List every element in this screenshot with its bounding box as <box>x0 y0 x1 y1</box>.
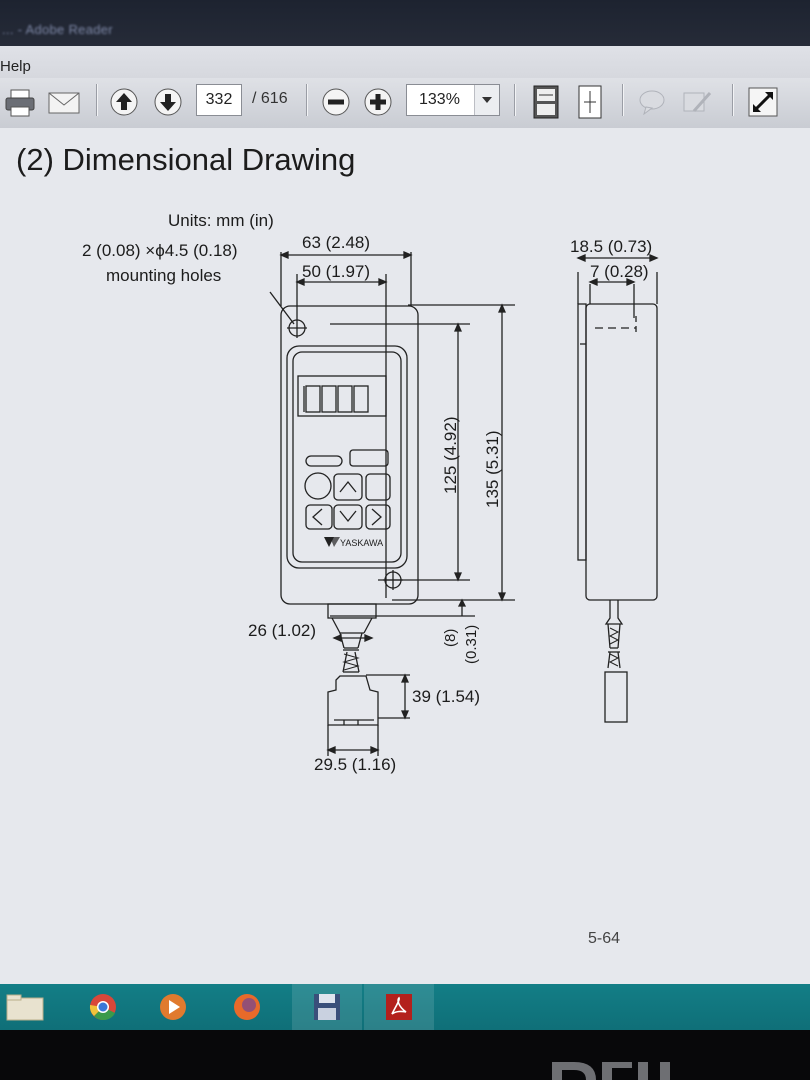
taskbar-acrobat[interactable] <box>364 984 434 1030</box>
dim-26: 26 (1.02) <box>248 621 316 640</box>
print-button[interactable] <box>2 86 38 120</box>
page-label: 5-64 <box>588 930 621 947</box>
dell-logo-icon <box>552 1062 670 1080</box>
page-number-input[interactable]: 332 <box>196 84 242 116</box>
window-titlebar[interactable]: ... - Adobe Reader <box>0 0 810 46</box>
next-page-button[interactable] <box>152 86 184 118</box>
toolbar-separator <box>732 84 734 116</box>
fullscreen-icon <box>748 87 778 117</box>
file-explorer-icon <box>6 994 44 1021</box>
dim-135: 135 (5.31) <box>483 431 502 509</box>
dim-031: (0.31) <box>463 625 480 664</box>
taskbar-save[interactable] <box>292 984 362 1030</box>
firefox-icon <box>234 994 260 1020</box>
zoom-out-button[interactable] <box>320 86 352 118</box>
dim-39: 39 (1.54) <box>412 687 480 706</box>
yaskawa-logo-icon <box>324 537 340 547</box>
fullscreen-button[interactable] <box>746 84 780 120</box>
next-page-icon <box>154 88 182 116</box>
chrome-icon <box>89 994 116 1021</box>
sign-button[interactable] <box>680 86 716 118</box>
comment-icon <box>639 90 665 115</box>
zoom-value: 133% <box>419 91 460 108</box>
toolbar-separator <box>622 84 624 116</box>
acrobat-icon <box>386 994 412 1020</box>
screen: ... - Adobe Reader Help <box>0 0 810 1030</box>
toolbar-separator <box>514 84 516 116</box>
drawing-lines <box>269 251 659 756</box>
page-total: / 616 <box>252 90 288 107</box>
cable-hatching <box>342 627 620 671</box>
taskbar <box>0 984 810 1030</box>
dim-18-5: 18.5 (0.73) <box>570 237 652 256</box>
dim-125: 125 (4.92) <box>441 417 460 495</box>
previous-page-button[interactable] <box>108 86 140 118</box>
zoom-in-button[interactable] <box>362 86 394 118</box>
document-page[interactable]: (2) Dimensional Drawing <box>0 128 810 984</box>
print-icon <box>5 89 35 117</box>
media-player-icon <box>160 994 186 1020</box>
save-icon <box>314 994 340 1020</box>
dim-7: 7 (0.28) <box>590 262 649 281</box>
dim-63: 63 (2.48) <box>302 233 370 252</box>
zoom-select[interactable]: 133% <box>406 84 500 116</box>
taskbar-chrome[interactable] <box>80 984 126 1030</box>
email-button[interactable] <box>46 88 82 118</box>
zoom-out-icon <box>322 88 350 116</box>
taskbar-media-player[interactable] <box>150 984 196 1030</box>
mounting-holes-label: 2 (0.08) ×ϕ4.5 (0.18) <box>82 241 238 260</box>
fit-page-button[interactable] <box>574 83 606 121</box>
taskbar-firefox[interactable] <box>224 984 270 1030</box>
brand-label: YASKAWA <box>340 538 383 548</box>
fit-page-icon <box>578 85 602 119</box>
toolbar-separator <box>306 84 308 116</box>
toolbar-separator <box>96 84 98 116</box>
comment-button[interactable] <box>636 86 668 118</box>
fit-width-button[interactable] <box>530 83 562 121</box>
dim-29-5: 29.5 (1.16) <box>314 755 396 774</box>
toolbar: 332 / 616 133% <box>0 78 810 129</box>
taskbar-file-explorer[interactable] <box>2 984 48 1030</box>
menu-bar: Help <box>0 46 810 78</box>
fit-width-icon <box>533 85 559 119</box>
units-label: Units: mm (in) <box>168 211 274 230</box>
mounting-holes-caption: mounting holes <box>106 266 221 285</box>
dim-8: (8) <box>442 629 459 647</box>
menu-help[interactable]: Help <box>0 58 31 75</box>
email-icon <box>48 92 80 114</box>
chevron-down-icon <box>482 97 492 103</box>
sign-icon <box>683 92 712 112</box>
previous-page-icon <box>110 88 138 116</box>
dim-50: 50 (1.97) <box>302 262 370 281</box>
monitor-bezel <box>0 1030 810 1080</box>
zoom-dropdown-button[interactable] <box>474 85 499 115</box>
window-title: ... - Adobe Reader <box>2 22 113 37</box>
dimensional-drawing: Units: mm (in) 2 (0.08) ×ϕ4.5 (0.18) mou… <box>82 211 659 774</box>
page-heading: (2) Dimensional Drawing <box>16 142 356 177</box>
zoom-in-icon <box>364 88 392 116</box>
